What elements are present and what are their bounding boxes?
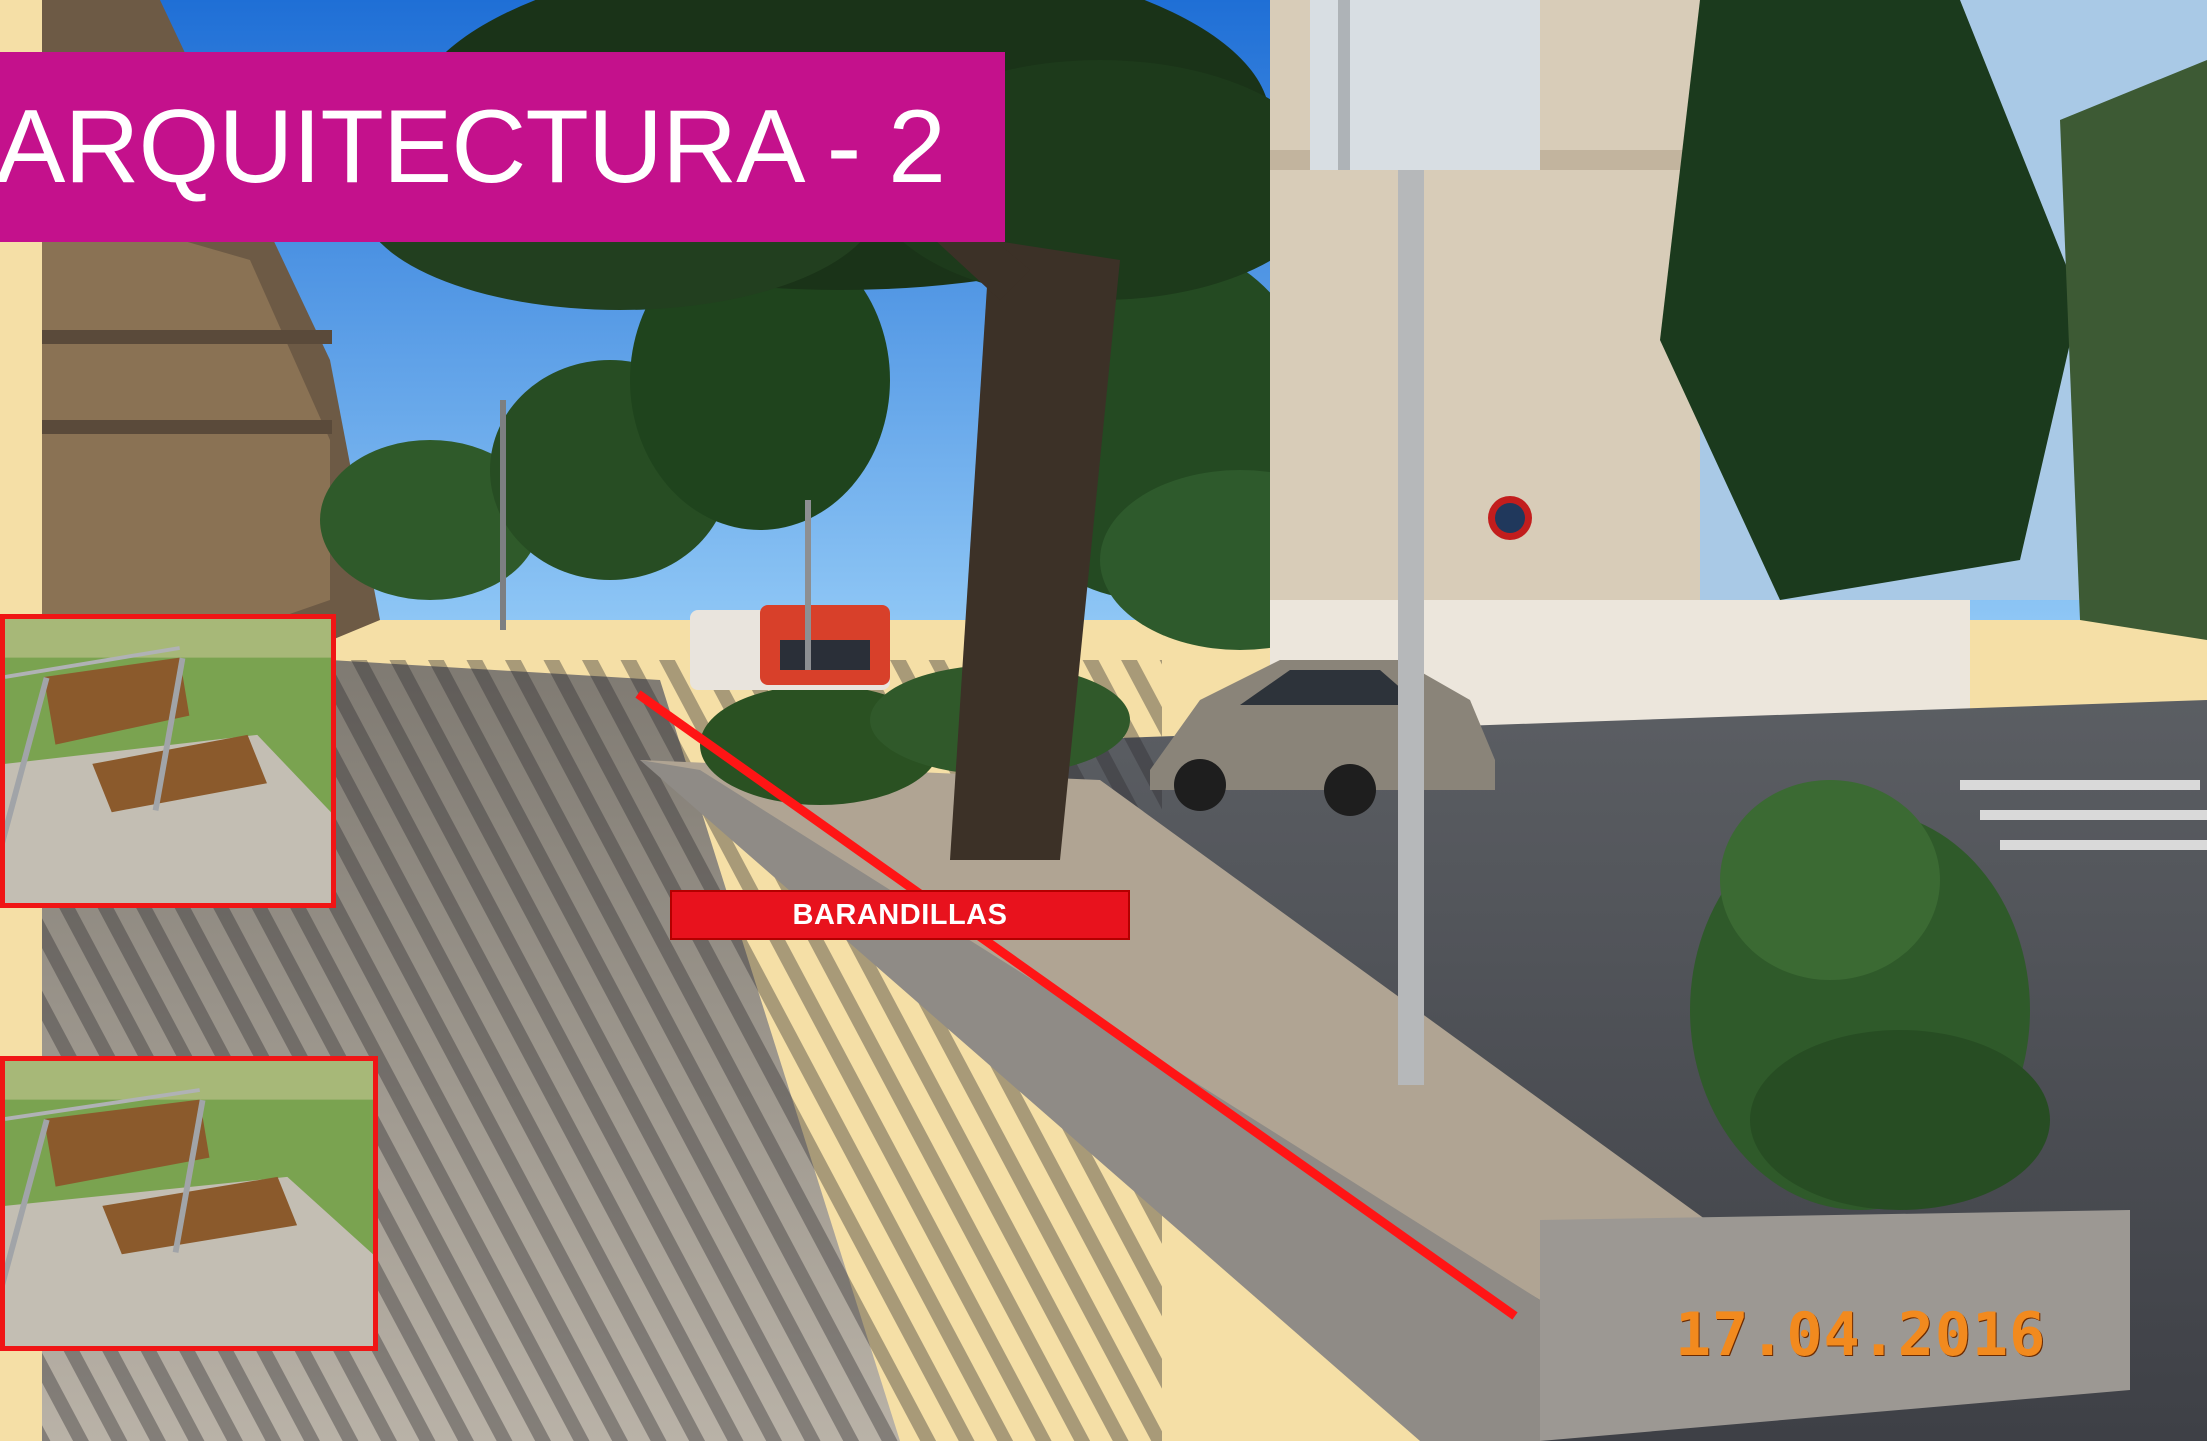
bench-inset-1: [0, 614, 336, 908]
barandillas-label-box: BARANDILLAS: [670, 890, 1130, 940]
bench-inset-2: [0, 1056, 378, 1351]
barandillas-label: BARANDILLAS: [792, 898, 1008, 931]
bench-inset-image: [5, 619, 331, 903]
slide-title: C. ARQUITECTURA - 2: [0, 89, 946, 205]
bench-inset-image: [5, 1061, 373, 1346]
title-banner: C. ARQUITECTURA - 2: [0, 52, 1005, 242]
date-stamp: 17.04.2016: [1675, 1300, 2047, 1370]
annotation-line: [635, 690, 1518, 1320]
